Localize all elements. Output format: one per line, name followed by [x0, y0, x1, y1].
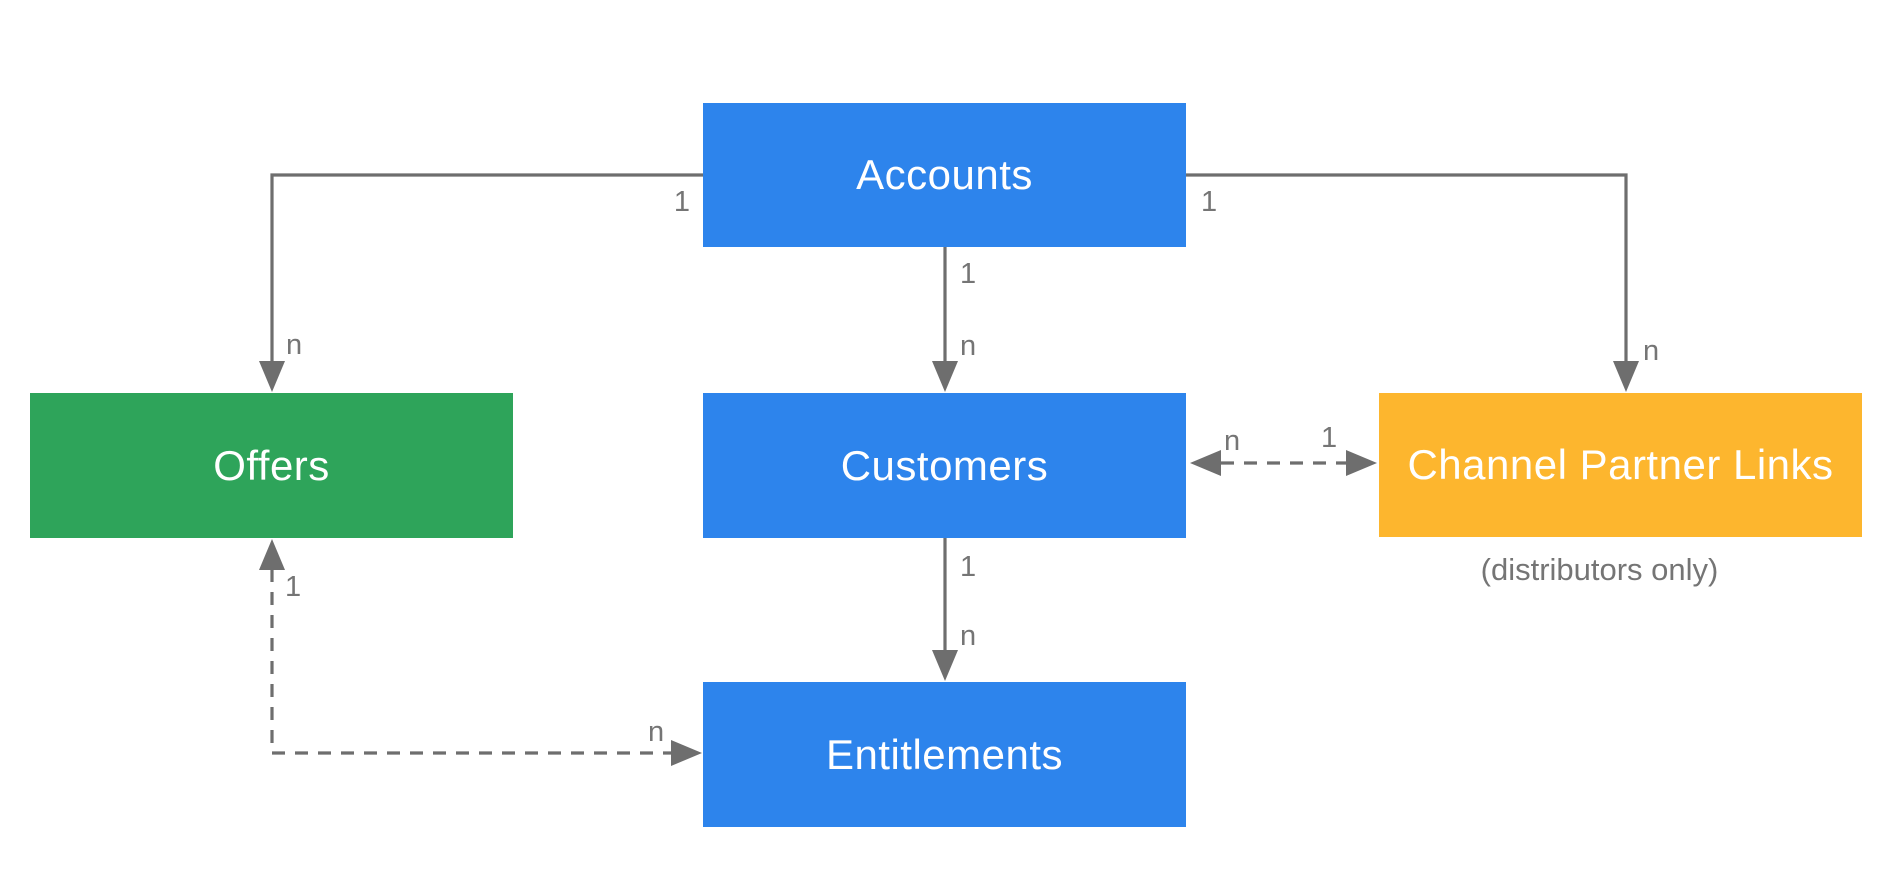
entity-offers-label: Offers — [213, 441, 330, 489]
entity-entitlements: Entitlements — [703, 682, 1186, 827]
channel-partner-links-note: (distributors only) — [1480, 552, 1719, 587]
arrowhead-down-customers — [932, 361, 958, 392]
arrowhead-left-customers — [1190, 450, 1221, 476]
cardinality-customers-entitlements-n: n — [960, 620, 976, 652]
cardinality-offers-entitlements-1: 1 — [285, 571, 301, 603]
entity-channel-partner-links: Channel Partner Links — [1379, 393, 1862, 537]
cardinality-accounts-customers-n: n — [960, 330, 976, 362]
arrowhead-right-cpl — [1346, 450, 1377, 476]
entity-customers-label: Customers — [840, 441, 1049, 489]
entity-customers: Customers — [703, 393, 1186, 538]
connector-offers-entitlements — [270, 569, 671, 755]
cardinality-customers-entitlements-1: 1 — [960, 551, 976, 583]
cardinality-accounts-customers-1: 1 — [960, 258, 976, 290]
connector-accounts-offers — [270, 173, 703, 362]
arrowhead-up-offers — [259, 539, 285, 570]
cardinality-accounts-offers-n: n — [286, 329, 302, 361]
cardinality-accounts-cpl-n: n — [1643, 335, 1659, 367]
entity-accounts: Accounts — [703, 103, 1186, 247]
arrowhead-down-cpl — [1613, 361, 1639, 392]
cardinality-offers-entitlements-n: n — [648, 716, 664, 748]
arrowhead-down-offers — [259, 361, 285, 392]
connector-accounts-cpl — [1186, 173, 1628, 362]
entity-entitlements-label: Entitlements — [825, 730, 1064, 778]
entity-channel-partner-links-label: Channel Partner Links — [1407, 441, 1834, 488]
arrowhead-down-entitlements — [932, 650, 958, 681]
cardinality-customers-cpl-n: n — [1224, 425, 1240, 457]
entity-accounts-label: Accounts — [856, 151, 1033, 198]
cardinality-accounts-offers-1: 1 — [674, 186, 690, 218]
cardinality-customers-cpl-1: 1 — [1321, 422, 1337, 454]
arrowhead-right-entitlements — [671, 740, 702, 766]
cardinality-accounts-cpl-1: 1 — [1201, 186, 1217, 218]
entity-offers: Offers — [30, 393, 513, 538]
